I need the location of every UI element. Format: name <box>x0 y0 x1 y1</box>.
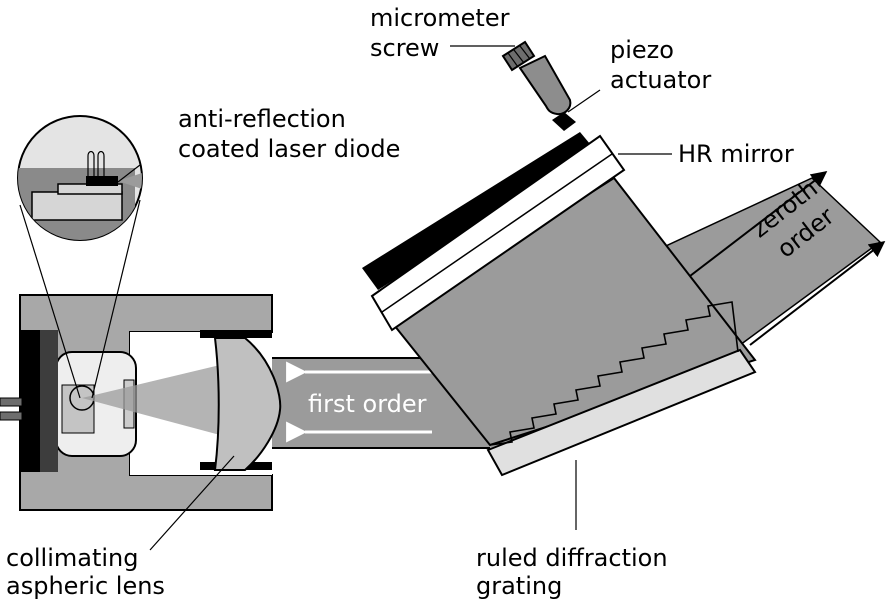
micrometer-screw <box>518 54 572 116</box>
grating-teeth <box>489 301 739 446</box>
aspheric-lens <box>213 337 282 471</box>
first-order-label: first order <box>308 390 427 418</box>
diffraction-grating <box>486 348 757 477</box>
aspheric-lens-label: collimating aspheric lens <box>6 544 165 600</box>
piezo-actuator-label: piezo actuator <box>610 36 711 94</box>
diffraction-grating-label: ruled diffraction grating <box>476 544 675 600</box>
piezo-actuator <box>552 112 576 131</box>
mirror-mount <box>362 132 595 290</box>
micrometer-screw-label: micrometer screw <box>370 4 517 62</box>
screw-knob <box>501 40 536 72</box>
hr-mirror-label: HR mirror <box>678 140 794 168</box>
laser-diode-label: anti-reflection coated laser diode <box>178 105 400 163</box>
diode-beam-cone <box>82 365 220 435</box>
